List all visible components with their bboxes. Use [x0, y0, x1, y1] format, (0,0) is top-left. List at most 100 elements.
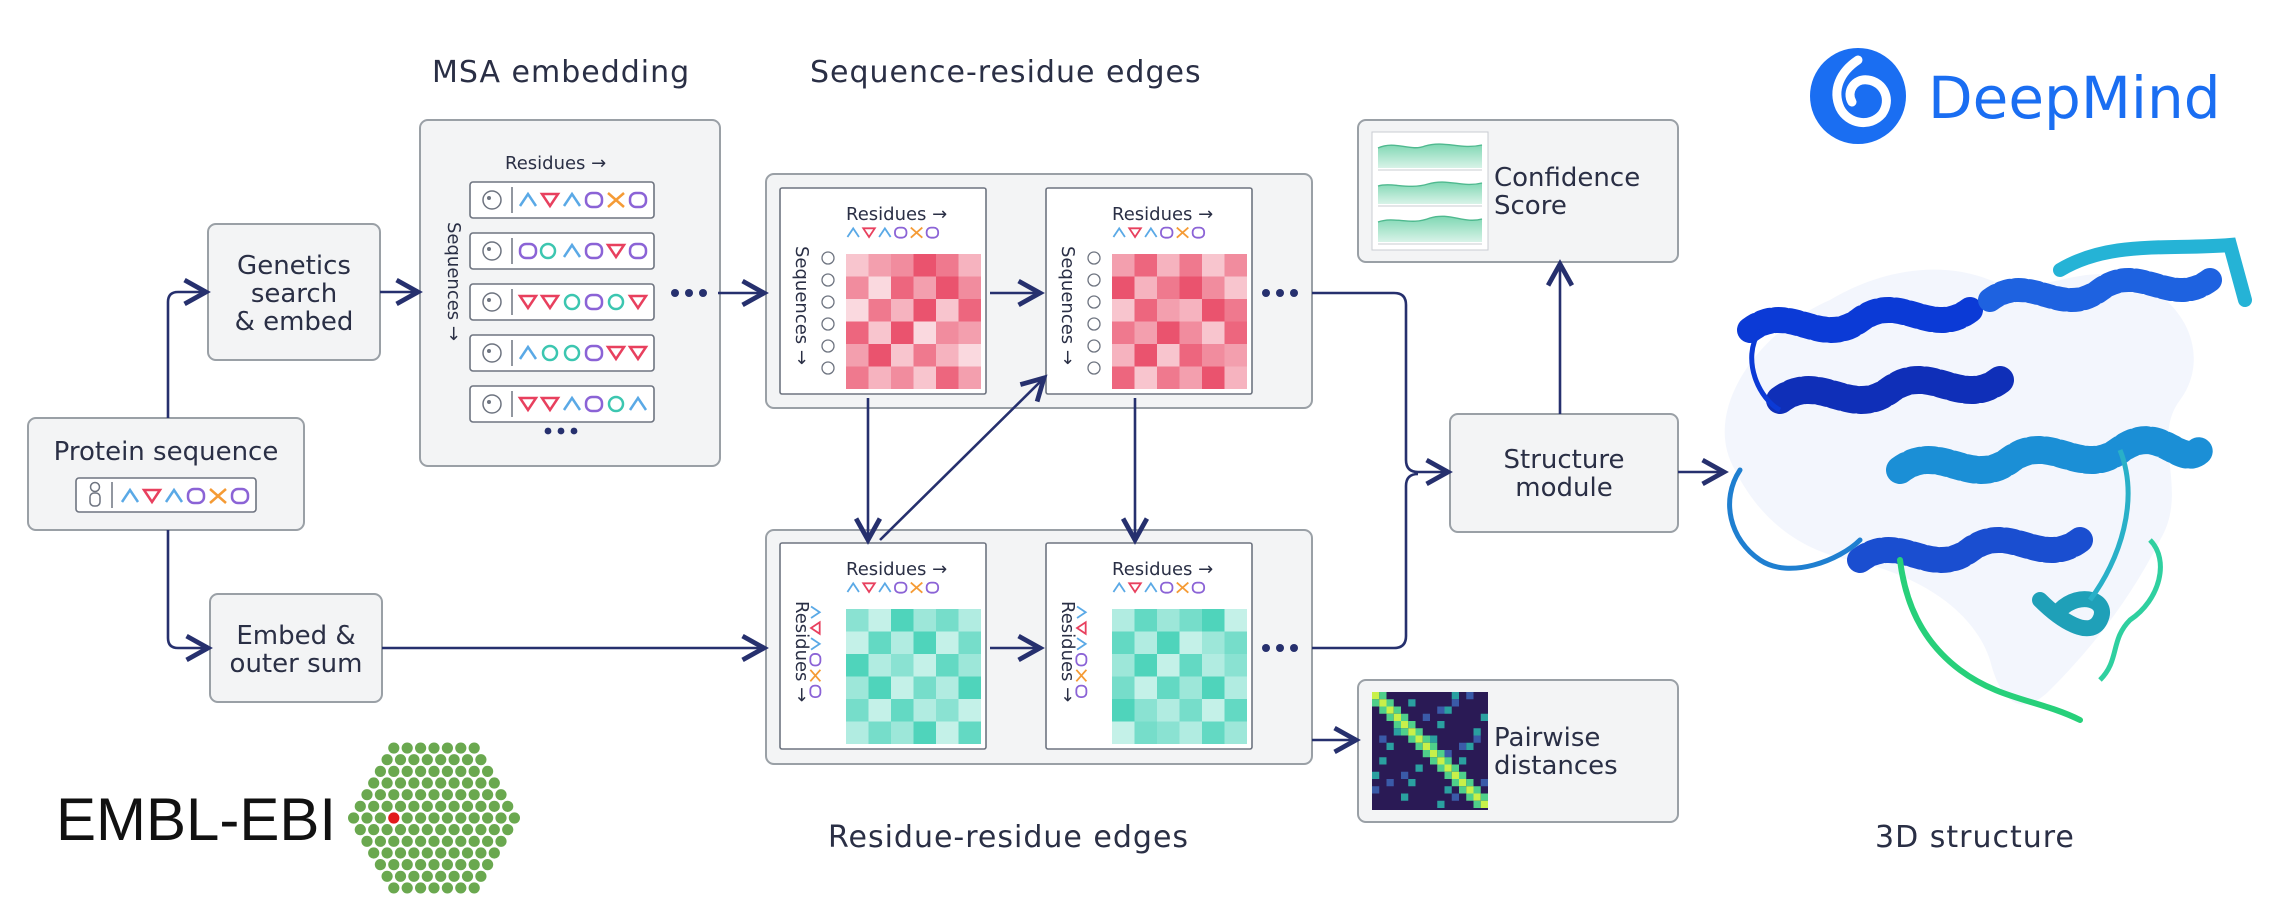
embl-dot — [428, 859, 440, 871]
pairwise-label-1: Pairwise — [1494, 723, 1600, 753]
embl-dot — [421, 870, 433, 882]
organism-icon — [1087, 251, 1101, 265]
heatmap-cell — [846, 721, 869, 744]
distance-cell — [1451, 692, 1459, 700]
distance-cell — [1473, 728, 1481, 736]
heatmap-cell — [1224, 721, 1247, 744]
embl-dot — [401, 859, 413, 871]
heatmap-cell — [846, 631, 869, 654]
heatmap-cell — [958, 609, 981, 632]
embl-dot — [415, 812, 427, 824]
heatmap-cell — [891, 276, 914, 299]
heatmap-cell — [1179, 676, 1202, 699]
distance-cell — [1444, 750, 1452, 758]
distance-cell — [1466, 692, 1474, 700]
heatmap-cell — [1179, 654, 1202, 677]
embl-dot — [468, 835, 480, 847]
residue-glyphs — [518, 191, 648, 209]
pairwise-label-2: distances — [1494, 751, 1618, 781]
distance-cell — [1422, 750, 1430, 758]
embl-dot — [394, 777, 407, 789]
embl-dot — [455, 742, 467, 754]
heatmap-cell — [868, 321, 891, 344]
heatmap-cell — [936, 254, 959, 277]
embl-dot — [388, 742, 400, 754]
heatmap-cell — [1224, 699, 1247, 722]
distance-cell — [1437, 764, 1445, 772]
embl-dot — [415, 742, 427, 754]
distance-cell — [1437, 706, 1445, 714]
heatmap-cell — [1157, 299, 1180, 322]
embl-dot — [475, 824, 487, 836]
embl-dot — [461, 824, 474, 836]
distance-cell — [1459, 779, 1467, 787]
embl-dot — [455, 835, 467, 847]
embl-dot — [508, 812, 520, 824]
heatmap-cell — [868, 609, 891, 632]
residues-axis: Residues → — [846, 559, 947, 580]
embl-dot — [475, 870, 487, 882]
embl-dot — [488, 800, 500, 812]
heatmap-cell — [913, 721, 936, 744]
embl-dot — [461, 800, 474, 812]
msa-sequence-row — [469, 385, 655, 423]
residue-glyphs — [1112, 226, 1206, 239]
embl-ebi-logo: EMBL-EBI — [56, 742, 520, 894]
heatmap-cell — [1202, 609, 1225, 632]
msa-sequence-row — [469, 283, 655, 321]
protein-sequence-label: Protein sequence — [54, 437, 279, 467]
distance-cell — [1466, 779, 1474, 787]
seq-res-edges-title: Sequence-residue edges — [810, 55, 1202, 90]
distance-cell — [1430, 750, 1438, 758]
distance-cell — [1451, 699, 1459, 707]
embl-dot — [475, 847, 487, 859]
embl-dot — [502, 800, 514, 812]
heatmap-cell — [1202, 631, 1225, 654]
heatmap-cell — [936, 654, 959, 677]
embl-dot — [401, 835, 413, 847]
heatmap-cell — [958, 299, 981, 322]
distance-cell — [1473, 800, 1481, 808]
embl-dot — [435, 870, 447, 882]
embl-dot — [401, 882, 413, 894]
3d-structure-title: 3D structure — [1875, 820, 2075, 855]
embl-dot — [428, 882, 440, 894]
heatmap-cell — [1224, 609, 1247, 632]
heatmap-cell — [891, 609, 914, 632]
heatmap-cell — [891, 321, 914, 344]
distance-cell — [1393, 721, 1401, 729]
heatmap-cell — [1157, 654, 1180, 677]
genetics-search-node: Genetics search & embed — [207, 223, 381, 361]
embl-dot — [435, 824, 447, 836]
residues-axis: Residues → — [1112, 204, 1213, 225]
residues-axis: Residues → — [846, 204, 947, 225]
heatmap-cell — [1112, 676, 1135, 699]
heatmap-cell — [1224, 321, 1247, 344]
heatmap-cell — [891, 631, 914, 654]
embl-dot — [428, 789, 440, 801]
embl-dot — [361, 835, 373, 847]
seq-res-ellipsis — [1262, 289, 1298, 297]
heatmap-cell — [958, 721, 981, 744]
flow-arrows — [166, 264, 1724, 740]
heatmap-cell — [846, 699, 869, 722]
embl-dot — [428, 765, 440, 777]
embl-dot — [461, 870, 474, 882]
distance-cell — [1408, 699, 1416, 707]
heatmap-cell — [936, 299, 959, 322]
embl-dot — [475, 800, 487, 812]
distance-cell — [1401, 728, 1409, 736]
heatmap-cell — [1179, 609, 1202, 632]
structure-label-2: module — [1515, 473, 1612, 503]
embl-dot — [361, 812, 373, 824]
heatmap-cell — [868, 344, 891, 367]
residues-axis: Residues → — [1112, 559, 1213, 580]
heatmap-cell — [1224, 299, 1247, 322]
distance-cell — [1408, 728, 1416, 736]
deepmind-wordmark: DeepMind — [1928, 64, 2221, 132]
embl-dot — [381, 754, 393, 766]
msa-ellipsis — [671, 289, 707, 297]
heatmap-cell — [1134, 344, 1157, 367]
heatmap-cell — [1224, 654, 1247, 677]
heatmap-cell — [1134, 699, 1157, 722]
